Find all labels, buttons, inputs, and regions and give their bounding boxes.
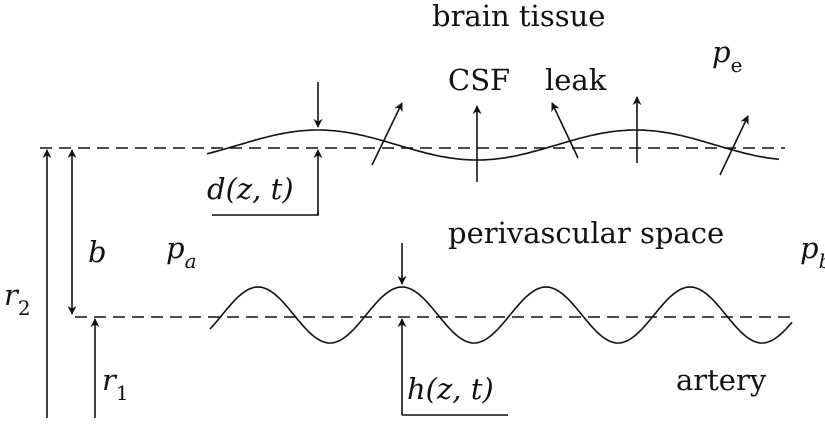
d-bracket	[212, 212, 319, 216]
leak-arrow-5	[719, 115, 749, 176]
brain-tissue-label: brain tissue	[432, 0, 605, 33]
artery-label: artery	[676, 363, 767, 397]
d-function-label: d(z, t)	[207, 172, 294, 206]
h-function-label: h(z, t)	[407, 372, 494, 406]
pa-symbol: pa	[166, 231, 197, 273]
artery-wall-wave	[209, 286, 793, 344]
outer-wall-wave	[206, 129, 780, 161]
leak-label: leak	[545, 63, 607, 97]
pe-symbol: pe	[712, 35, 742, 77]
r2-symbol: r2	[4, 278, 31, 320]
csf-label: CSF	[448, 63, 510, 97]
r1-symbol: r1	[102, 363, 129, 405]
pb-symbol: pb	[800, 231, 825, 273]
leak-arrow-1	[371, 102, 403, 166]
perivascular-space-label: perivascular space	[448, 216, 724, 250]
leak-arrow-3	[551, 102, 579, 159]
b-symbol: b	[88, 235, 107, 269]
